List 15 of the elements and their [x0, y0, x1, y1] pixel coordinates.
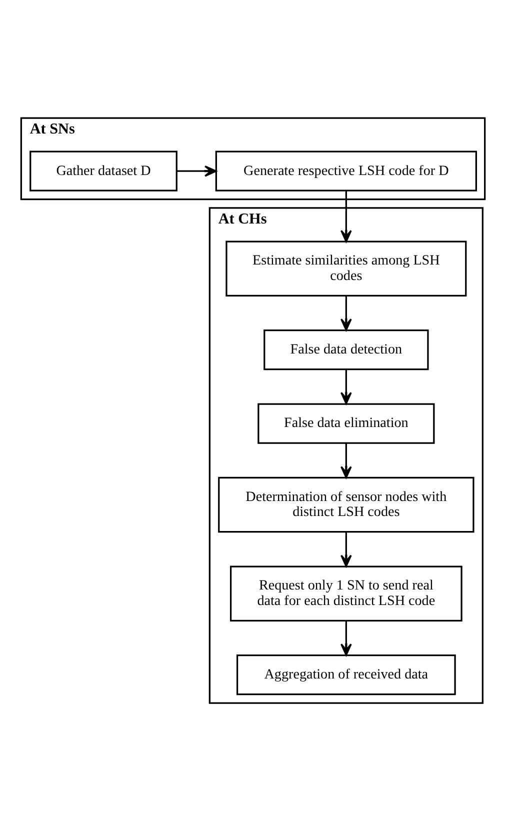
arrow — [340, 370, 352, 404]
node-box: Request only 1 SN to send real data for each distinct LSH code — [230, 566, 462, 622]
node-box: Estimate similarities among LSH codes — [226, 240, 467, 296]
node-box: False data elimination — [258, 403, 435, 444]
node-box: False data detection — [264, 330, 429, 370]
arrow — [340, 532, 352, 568]
node-box: Aggregation of received data — [236, 654, 456, 696]
arrow — [340, 443, 352, 478]
arrow — [176, 165, 217, 177]
arrow — [340, 296, 352, 331]
node-box: Determination of sensor nodes with distinct LSH codes — [218, 476, 474, 533]
arrow — [340, 191, 352, 242]
node-box: Generate respective LSH code for D — [215, 150, 477, 192]
node-box: Gather dataset D — [30, 150, 178, 192]
arrow — [340, 621, 352, 656]
